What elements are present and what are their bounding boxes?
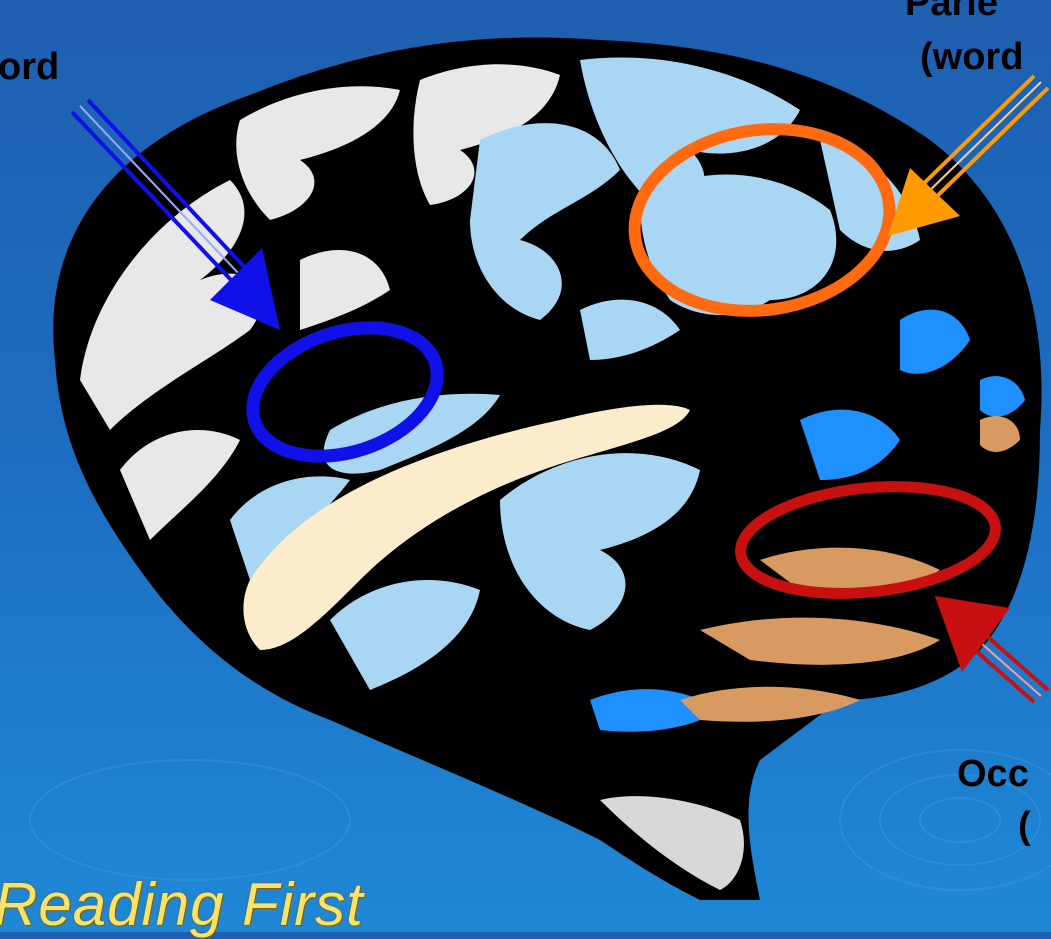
reading-first-title: Reading First bbox=[0, 870, 364, 939]
parietal-label-line2: (word bbox=[920, 38, 1023, 78]
left-region-label: ord bbox=[0, 48, 59, 88]
occipital-label-line2: ( bbox=[1018, 807, 1031, 847]
occipital-label-line1: Occ bbox=[957, 755, 1029, 795]
parietal-label-line1: Parie bbox=[905, 0, 998, 24]
